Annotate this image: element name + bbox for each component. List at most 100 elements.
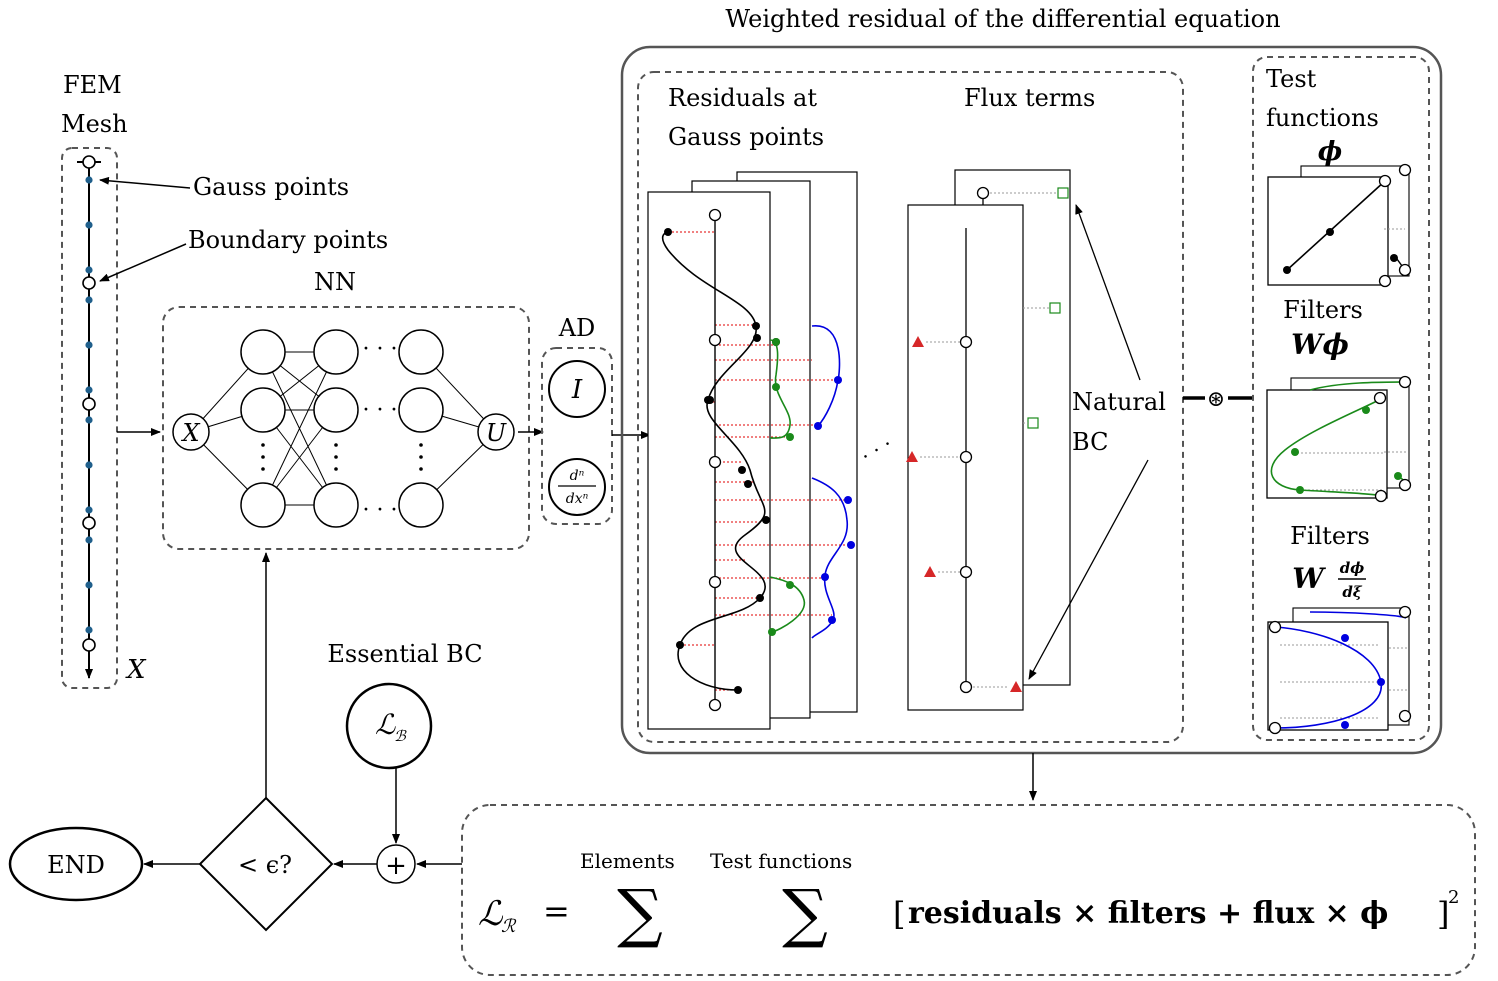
gauss-point <box>85 221 93 229</box>
ad-box <box>541 347 613 525</box>
residual-green-dot <box>786 581 794 589</box>
w-dphi-panels <box>1267 607 1410 731</box>
tf-node <box>1268 620 1282 634</box>
diagram-title: Weighted residual of the differential eq… <box>725 5 1280 33</box>
residual-blue-dot <box>834 376 842 384</box>
boundary-points-arrow <box>99 243 187 282</box>
residual-black-curve <box>661 231 766 691</box>
tf-node <box>1398 263 1412 277</box>
boundary-points-label: Boundary points <box>188 226 388 254</box>
test-function-markers <box>1268 163 1412 735</box>
loss-equals: = <box>543 892 570 930</box>
convergence-check <box>198 796 334 932</box>
loss-r-symbol: ℒ <box>478 894 504 934</box>
tf-node <box>1268 721 1282 735</box>
nn-dots-2: · · · <box>363 398 398 423</box>
ad-deriv-den: dxⁿ <box>566 491 589 507</box>
boundary-point <box>82 516 96 530</box>
test-functions-box <box>1252 56 1430 741</box>
flux-marks <box>906 186 1069 694</box>
boundary-point <box>82 397 96 411</box>
residual-black-dot <box>676 641 684 649</box>
residual-panel-front <box>647 191 771 730</box>
residual-blue-dot <box>814 422 822 430</box>
ad-deriv-num: dⁿ <box>570 468 585 484</box>
nn-node <box>313 329 359 375</box>
ad-identity-node <box>548 360 606 418</box>
tf-green-dot <box>1394 472 1402 480</box>
auto-diff: AD I dⁿ dxⁿ <box>541 314 613 525</box>
gauss-points-label: Gauss points <box>193 173 349 201</box>
w-dphi-den: dξ <box>1342 583 1362 601</box>
nn-input-label: X <box>180 419 200 447</box>
boundary-point <box>82 638 96 652</box>
loss-b-node <box>345 682 433 770</box>
mesh-points <box>82 155 96 652</box>
mesh-box <box>61 147 118 689</box>
flux-terms-label: Flux terms <box>964 84 1095 112</box>
nn-node <box>240 329 286 375</box>
tf-node <box>1398 163 1412 177</box>
filters-label-1: Filters <box>1283 296 1363 324</box>
flux-red-triangle <box>906 451 918 462</box>
mesh-x-label: X <box>125 655 147 685</box>
tf-green-dot <box>1296 486 1304 494</box>
residual-flux-box <box>637 71 1184 743</box>
plus-symbol: + <box>385 851 407 881</box>
residual-black-dot <box>738 466 746 474</box>
flux-panels: · · · <box>857 169 1071 711</box>
natural-bc-arrow-up <box>1075 204 1141 381</box>
mesh-label: Mesh <box>61 110 128 138</box>
tf-node <box>1378 274 1392 288</box>
gauss-point <box>85 296 93 304</box>
residual-black-dot <box>753 334 761 342</box>
wphi-curve-back <box>1309 381 1406 391</box>
tf-black-dot <box>1326 228 1334 236</box>
boundary-point <box>82 276 96 290</box>
natural-bc-label-1: Natural <box>1072 388 1166 416</box>
nn-dots-3: · · · <box>363 498 398 523</box>
wdphi-panel-front <box>1267 621 1389 731</box>
residual-element-node <box>708 575 722 589</box>
residual-green-dot <box>772 383 780 391</box>
tf-green-dot <box>1362 406 1370 414</box>
residual-blue-dot <box>844 496 852 504</box>
nn-dots-1: · · · <box>363 337 398 362</box>
gauss-point <box>85 341 93 349</box>
residuals-label-1: Residuals at <box>668 84 817 112</box>
residual-green-dot <box>786 433 794 441</box>
gauss-point <box>85 626 93 634</box>
loss-bracket-open: [ <box>893 895 905 933</box>
gauss-points-arrow <box>99 176 191 189</box>
wphi-panel-front <box>1266 389 1388 499</box>
flux-node <box>959 565 973 579</box>
ad-label: AD <box>558 314 596 342</box>
residual-green-curve-2 <box>769 576 805 633</box>
nn-node <box>398 482 444 528</box>
gauss-point <box>85 536 93 544</box>
gauss-point <box>85 176 93 184</box>
residual-green-dot <box>772 338 780 346</box>
residual-element-node <box>708 208 722 222</box>
conv-symbol: ⊛ <box>1207 387 1225 412</box>
residual-green-dot <box>768 628 776 636</box>
residual-black-dot <box>762 516 770 524</box>
residual-blue-dot <box>821 573 829 581</box>
flux-green-square <box>1049 302 1061 314</box>
tf-node <box>1398 709 1412 723</box>
nn-node <box>313 387 359 433</box>
elements-label: Elements <box>580 849 675 873</box>
tf-black-dot <box>1283 266 1291 274</box>
residual-blue-dot <box>847 541 855 549</box>
loss-body: residuals × filters + flux × ϕ <box>908 896 1388 931</box>
phi-line <box>1286 180 1386 271</box>
flux-red-triangle <box>912 336 924 347</box>
fem-mesh: FEM Mesh X Gauss points Boundary points <box>61 71 388 689</box>
residual-dots <box>664 208 855 712</box>
nn-node <box>240 482 286 528</box>
ad-derivative-node <box>548 458 606 516</box>
w-phi-label: Wϕ <box>1291 328 1349 361</box>
residual-black-dot <box>706 396 714 404</box>
end-node <box>8 826 144 902</box>
gauss-point <box>85 386 93 394</box>
